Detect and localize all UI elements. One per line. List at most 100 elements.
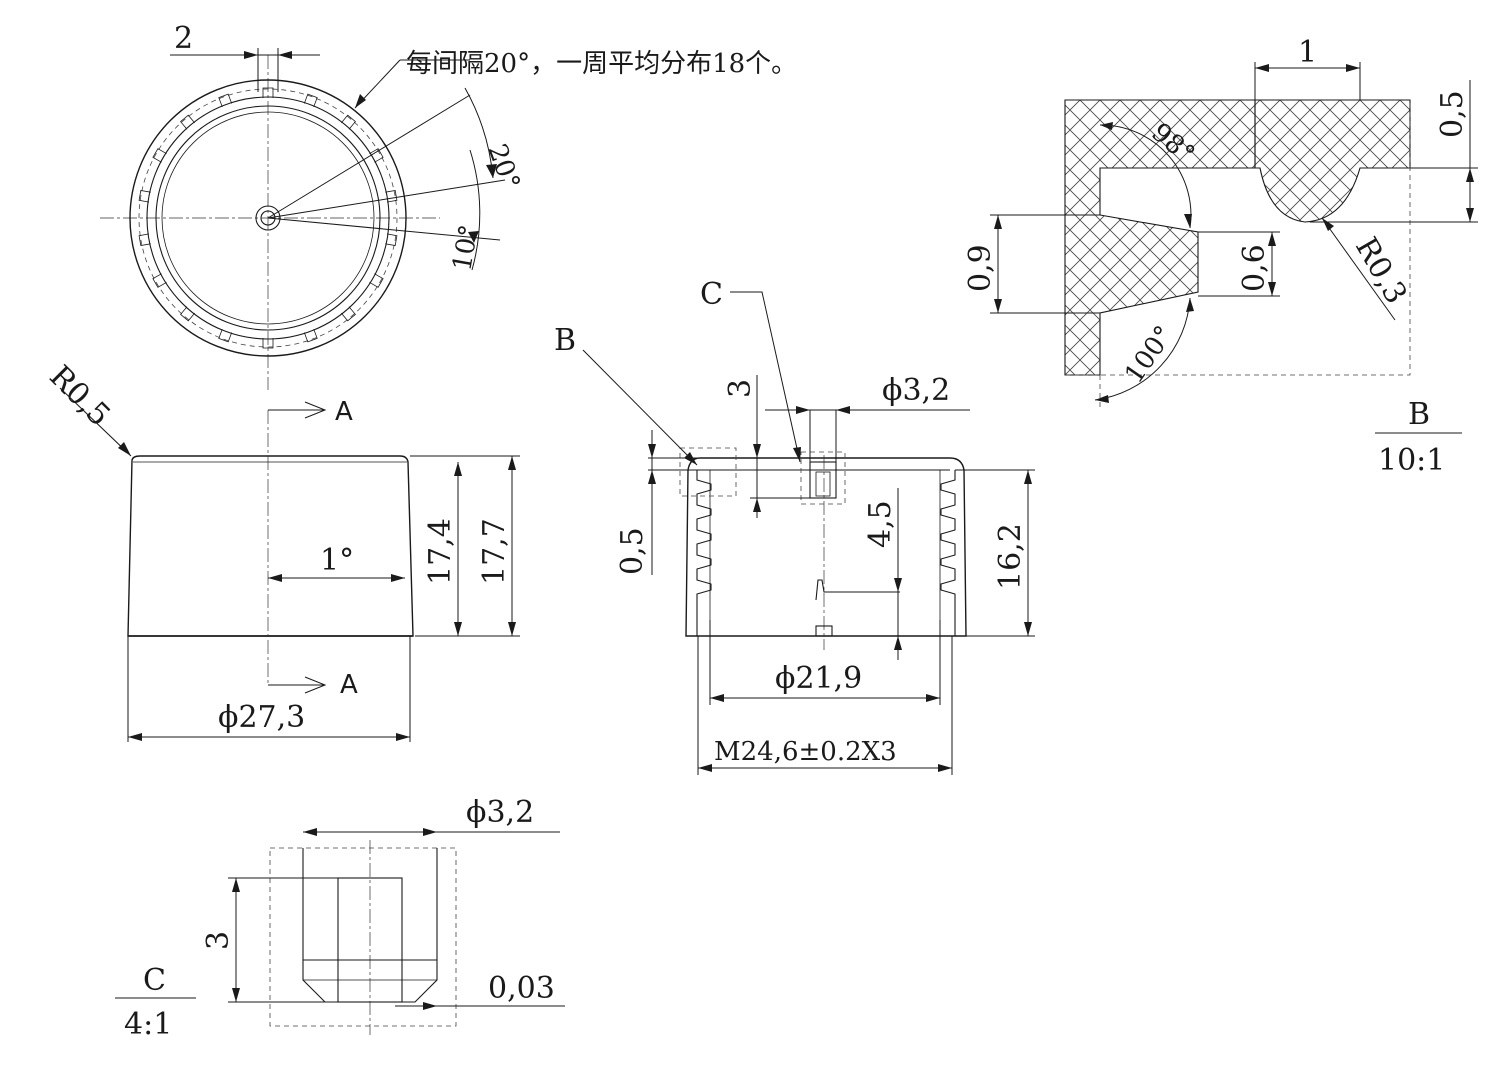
- slot-dia-label: ϕ3,2: [882, 373, 950, 408]
- detail-c-depth-label: 3: [201, 931, 236, 950]
- arrow-head: [926, 694, 940, 702]
- arrow-head: [268, 574, 282, 582]
- rib-inner-circle: [146, 96, 390, 340]
- arrow-head: [396, 733, 410, 741]
- arrow-head: [355, 94, 366, 108]
- rim-label: 0,5: [615, 527, 650, 575]
- rib: [152, 148, 167, 163]
- arrow-head: [1186, 298, 1194, 312]
- angle-ray-2: [267, 179, 506, 219]
- arrow-head: [454, 462, 462, 476]
- detail-c-boundary: [269, 847, 457, 1027]
- detail-b-leader: [582, 349, 698, 466]
- arrow-head: [1024, 622, 1032, 636]
- height-17-4-label: 17,4: [423, 518, 458, 585]
- arrow-head: [1100, 122, 1113, 130]
- width-label: 1: [1298, 35, 1317, 70]
- arrow-head: [1322, 218, 1334, 231]
- arrow-head: [232, 988, 240, 1002]
- angle-arc-10: [469, 149, 481, 271]
- arrow-head: [1466, 168, 1474, 182]
- detail-c-dia-label: ϕ3,2: [466, 795, 534, 830]
- detail-c-title: C: [143, 963, 166, 998]
- front-view: A A R0,5 1° 17,4 17,7 ϕ27,3: [42, 359, 520, 742]
- rib: [138, 190, 151, 203]
- rib-outer-circle: [138, 88, 398, 348]
- height-17-7-label: 17,7: [477, 518, 512, 585]
- arrow-head: [1095, 395, 1109, 403]
- arrow-head: [454, 622, 462, 636]
- arrow-head: [232, 878, 240, 892]
- arrow-head: [796, 406, 810, 414]
- rib: [369, 148, 384, 163]
- angle-ray-1: [267, 94, 471, 219]
- rib: [138, 233, 151, 246]
- detail-b-title: B: [1408, 397, 1430, 432]
- section-outline: [685, 457, 967, 637]
- section-label-top: A: [335, 397, 353, 427]
- rib: [180, 306, 196, 322]
- dia-label: ϕ27,3: [218, 700, 305, 735]
- bottom-tab: [815, 625, 833, 637]
- detail-c-boundary: [800, 451, 846, 505]
- arrow-head: [1466, 208, 1474, 222]
- rib: [262, 87, 274, 98]
- angle-100-arc: [1094, 297, 1191, 401]
- rib: [218, 93, 233, 108]
- detail-b: 98° 100° 1 0,5 0,9 0,6: [963, 35, 1478, 478]
- arrow-head: [391, 574, 405, 582]
- arrow-head: [508, 622, 516, 636]
- arrow-head: [1024, 470, 1032, 484]
- arrow-head: [648, 470, 656, 484]
- tip-dim-label: 0,6: [1237, 244, 1272, 292]
- thread-wall: [696, 470, 712, 636]
- detail-c-leader: [730, 291, 801, 463]
- rib: [303, 93, 318, 108]
- arrow-head: [793, 447, 801, 462]
- inner-circle-1: [155, 105, 381, 331]
- radius-label: R0,5: [42, 359, 116, 433]
- arrow-head: [128, 733, 142, 741]
- section-label-bottom: A: [340, 670, 358, 700]
- rib: [218, 328, 233, 343]
- arrow-head: [1268, 282, 1276, 296]
- pin-height-label: 4,5: [863, 500, 898, 548]
- slot-depth-label: 3: [723, 379, 758, 398]
- outer-circle: [129, 79, 407, 357]
- radius-label: R0,3: [1348, 232, 1413, 310]
- arrow-head: [468, 231, 479, 243]
- detail-c-offset-label: 0,03: [488, 971, 555, 1006]
- rib: [180, 114, 196, 130]
- angle-98-arc: [1099, 124, 1192, 229]
- arrow-head: [278, 51, 292, 59]
- arrow-head: [994, 215, 1002, 229]
- center-slot-inner: [815, 471, 831, 497]
- rib: [340, 114, 356, 130]
- hatch-rib-tip: [1254, 99, 1411, 223]
- arrow-head: [710, 694, 724, 702]
- rib: [369, 273, 384, 288]
- angle-20-label: 20°: [481, 140, 525, 194]
- arrow-head: [698, 764, 712, 772]
- cap-outline: [127, 455, 414, 637]
- rib: [262, 338, 274, 349]
- arrow-head: [304, 401, 327, 419]
- arrow-head: [894, 578, 902, 592]
- rib-group: [138, 87, 398, 349]
- angle-100-label: 100°: [1119, 320, 1180, 389]
- arrow-head: [894, 636, 902, 650]
- arrow-head: [994, 299, 1002, 313]
- rib: [303, 328, 318, 343]
- center-hole-outer: [255, 205, 281, 231]
- detail-b-scale: 10:1: [1378, 443, 1445, 478]
- detail-b-boundary-dashed: [1065, 100, 1411, 376]
- detail-c: ϕ3,2 3 0,03 C 4:1: [115, 795, 565, 1042]
- arrow-head: [1268, 232, 1276, 246]
- hatch-upper-left: [1064, 99, 1256, 216]
- arrow-head: [1255, 64, 1269, 72]
- arrow-head: [423, 1002, 437, 1010]
- arrow-head: [753, 444, 761, 458]
- thread-wall: [940, 470, 956, 636]
- left-dim-label: 0,9: [963, 244, 998, 292]
